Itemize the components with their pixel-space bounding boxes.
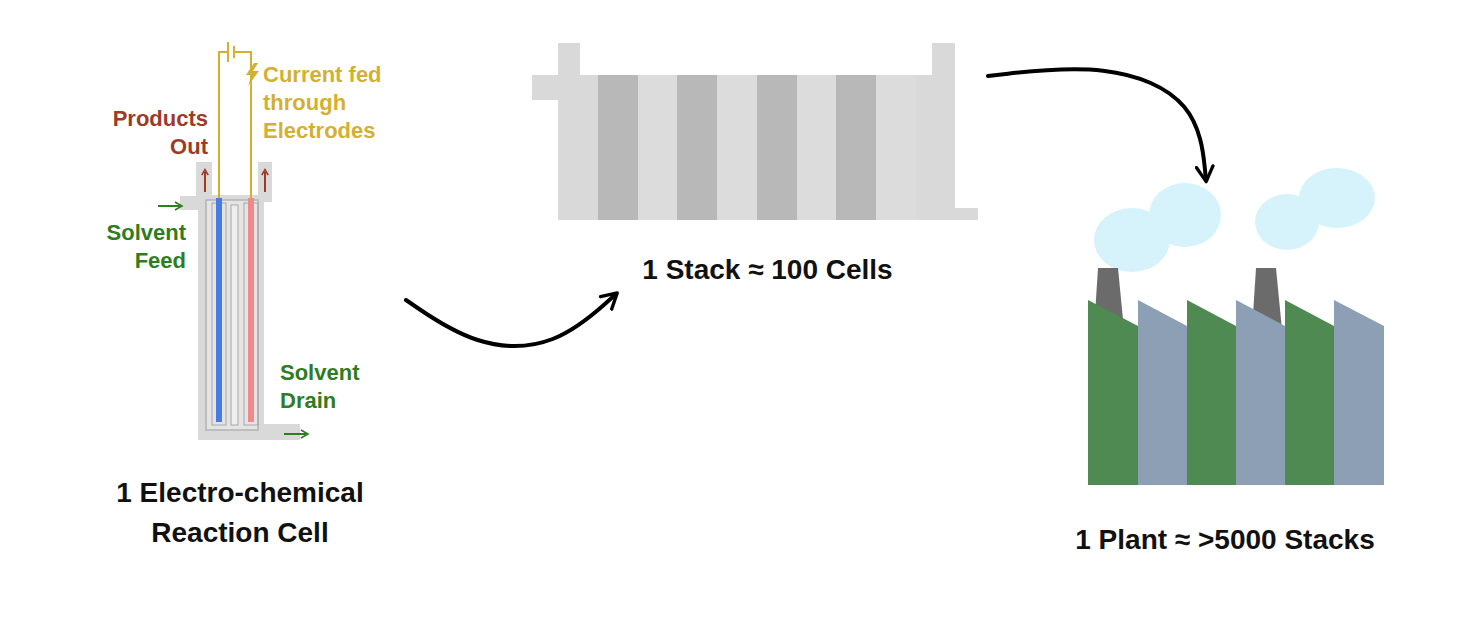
diagram-node: 1 Plant ≈ >5000 Stacks [1031,178,1419,560]
cell-label: Products Out [93,105,208,161]
cell-label: Solvent Drain [280,359,380,415]
node-caption: 1 Plant ≈ >5000 Stacks [1031,522,1419,558]
cell-stack [532,43,978,220]
cell-label: Current fed through Electrodes [263,61,403,145]
cell-label: Solvent Feed [86,219,186,275]
node-caption: 1 Stack ≈ 100 Cells [551,252,984,288]
plant-illustration [1088,168,1384,485]
diagram-node: 1 Stack ≈ 100 Cells [551,40,984,290]
node-caption: 1 Electro-chemical Reaction Cell [76,473,404,553]
flow-arrow [988,69,1206,180]
flow-arrow [406,294,616,346]
